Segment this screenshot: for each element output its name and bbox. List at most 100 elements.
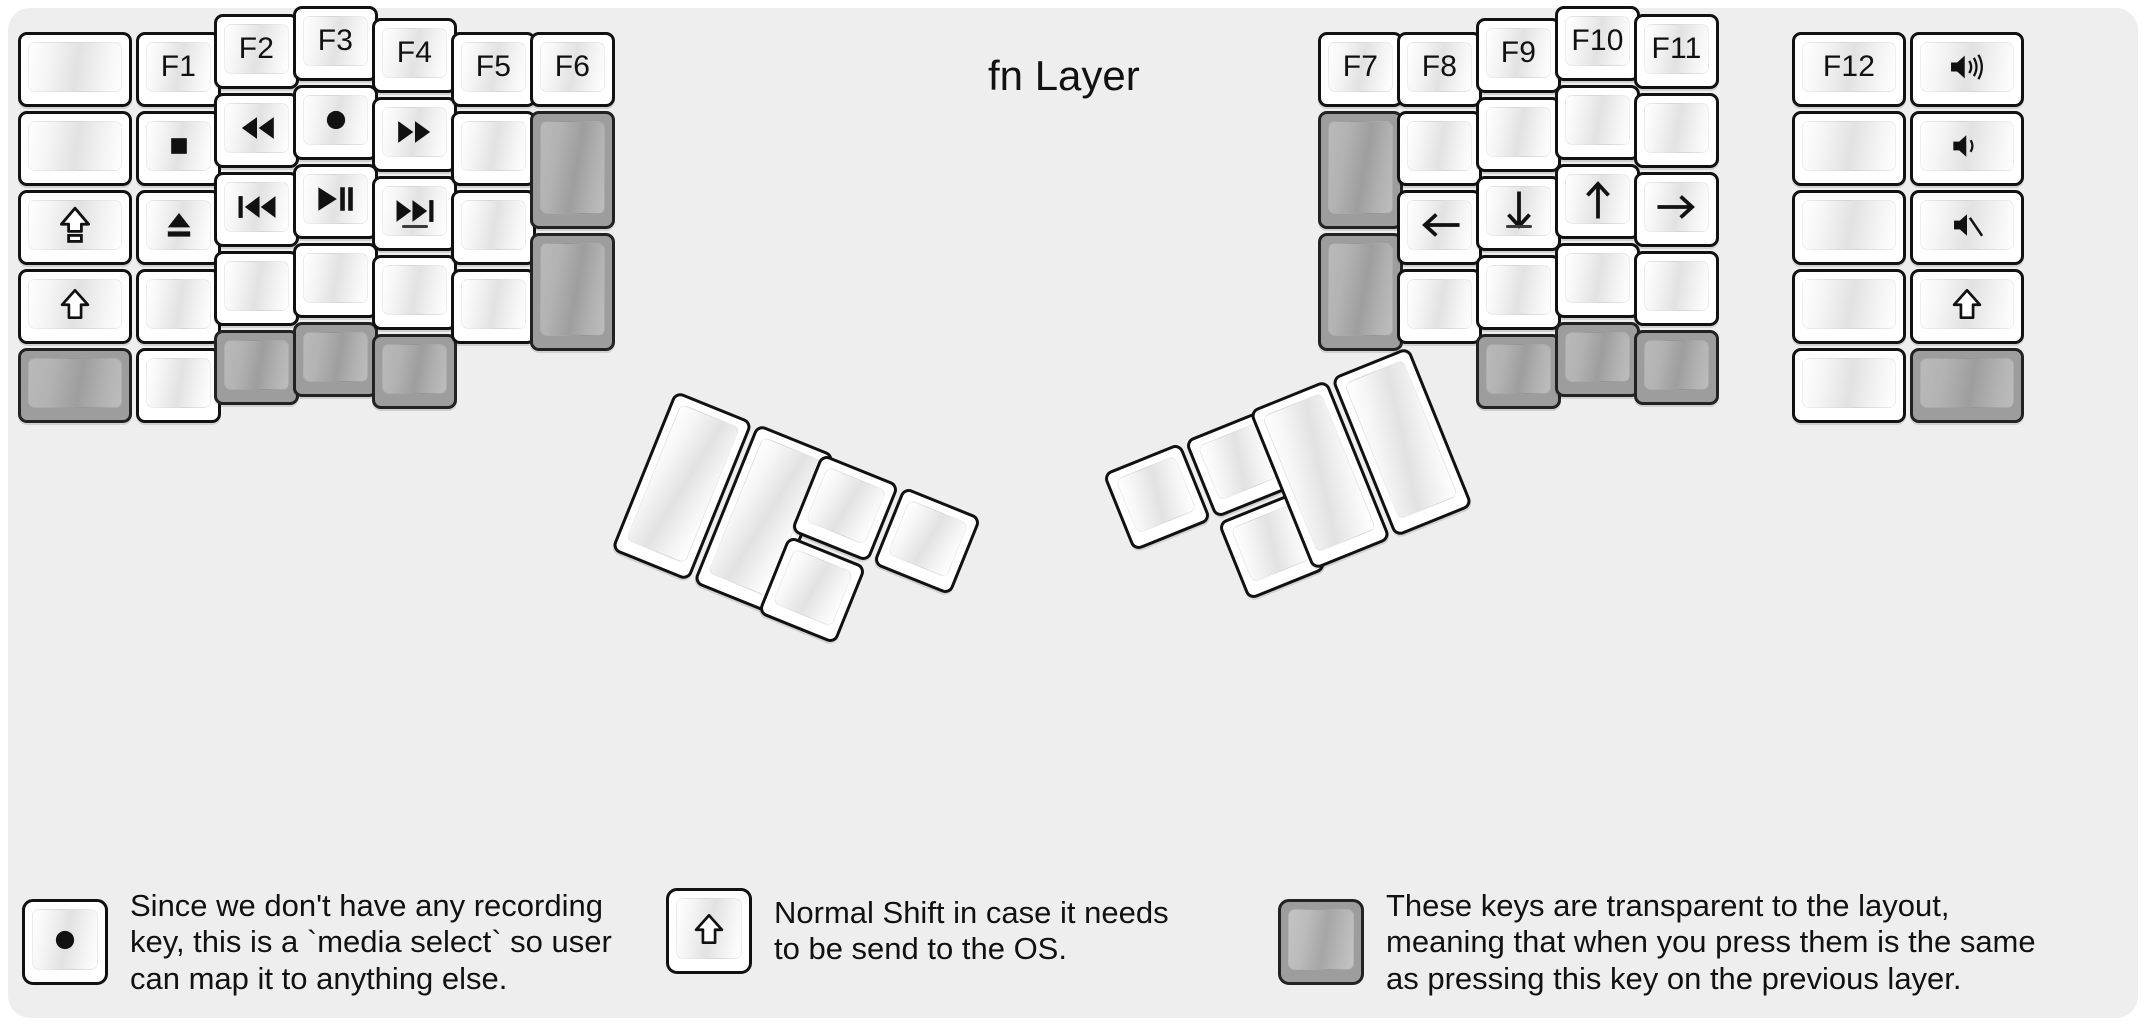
left-col-inner-key-0[interactable]: F5 bbox=[451, 32, 536, 107]
left-col-outer-key-4[interactable] bbox=[18, 348, 132, 423]
keycap-face bbox=[1920, 42, 2014, 92]
right-col-innermost-key-2[interactable] bbox=[1318, 233, 1403, 351]
keycap-face bbox=[461, 200, 526, 250]
right-col-index-key-4[interactable] bbox=[1476, 334, 1561, 409]
right-col-ring-key-0[interactable]: F11 bbox=[1634, 14, 1719, 89]
right-col-ring-key-2[interactable] bbox=[1634, 172, 1719, 247]
right-col-ring-key-1[interactable] bbox=[1634, 93, 1719, 168]
left-col-middle-key-3[interactable] bbox=[293, 243, 378, 318]
right-col-outer-key-4[interactable] bbox=[1910, 348, 2024, 423]
media-next-icon bbox=[392, 190, 438, 232]
left-col-pinky-key-2[interactable] bbox=[136, 190, 221, 265]
right-col-outer-key-2[interactable] bbox=[1910, 190, 2024, 265]
right-col-middle-key-3[interactable] bbox=[1555, 243, 1640, 318]
keycap-face bbox=[1328, 243, 1393, 336]
left-col-pinky-key-1[interactable] bbox=[136, 111, 221, 186]
keycap-face bbox=[146, 200, 211, 250]
media-eject-icon bbox=[159, 205, 199, 245]
key-label: F3 bbox=[317, 24, 354, 57]
right-col-outer-key-3[interactable] bbox=[1910, 269, 2024, 344]
left-col-ring-key-3[interactable] bbox=[214, 251, 299, 326]
left-col-index-key-2[interactable] bbox=[372, 176, 457, 251]
keycap-face bbox=[1802, 358, 1896, 408]
right-col-index-key-3[interactable] bbox=[1476, 255, 1561, 330]
left-col-index-key-3[interactable] bbox=[372, 255, 457, 330]
left-col-inner-key-1[interactable] bbox=[451, 111, 536, 186]
left-col-inner-key-2[interactable] bbox=[451, 190, 536, 265]
legend-sample-key-1 bbox=[22, 899, 108, 986]
right-col-ring-key-3[interactable] bbox=[1634, 251, 1719, 326]
right-col-middle-key-1[interactable] bbox=[1555, 85, 1640, 160]
left-col-middle-key-0[interactable]: F3 bbox=[293, 6, 378, 81]
keycap-face bbox=[1486, 344, 1551, 394]
keycap-face bbox=[146, 121, 211, 171]
right-col-inner-key-2[interactable] bbox=[1397, 190, 1482, 265]
left-col-innermost-key-0[interactable]: F6 bbox=[530, 32, 615, 107]
left-col-pinky-key-4[interactable] bbox=[136, 348, 221, 423]
right-col-innermost-key-0[interactable]: F7 bbox=[1318, 32, 1403, 107]
left-col-ring-key-1[interactable] bbox=[214, 93, 299, 168]
right-col-middle-key-0[interactable]: F10 bbox=[1555, 6, 1640, 81]
legend-description-3: These keys are transparent to the layout… bbox=[1386, 888, 2036, 996]
right-col-outer-key-1[interactable] bbox=[1910, 111, 2024, 186]
left-col-outer-key-0[interactable] bbox=[18, 32, 132, 107]
keycap-face: F12 bbox=[1802, 42, 1896, 92]
keycap-face bbox=[540, 243, 605, 336]
right-col-pinky-key-3[interactable] bbox=[1792, 269, 1906, 344]
keycap-face bbox=[1565, 174, 1630, 224]
right-col-innermost-key-1[interactable] bbox=[1318, 111, 1403, 229]
left-col-index-key-4[interactable] bbox=[372, 334, 457, 409]
left-col-ring-key-2[interactable] bbox=[214, 172, 299, 247]
keycap-face bbox=[382, 186, 447, 236]
left-col-index-key-1[interactable] bbox=[372, 97, 457, 172]
keycap-face bbox=[303, 253, 368, 303]
left-col-middle-key-4[interactable] bbox=[293, 322, 378, 397]
keycap-face: F4 bbox=[382, 28, 447, 78]
keycap-face bbox=[224, 261, 289, 311]
left-col-index-key-0[interactable]: F4 bbox=[372, 18, 457, 93]
keycap-face bbox=[1802, 279, 1896, 329]
right-col-inner-key-3[interactable] bbox=[1397, 269, 1482, 344]
right-col-inner-key-1[interactable] bbox=[1397, 111, 1482, 186]
keycap-face: F11 bbox=[1644, 24, 1709, 74]
left-col-middle-key-1[interactable] bbox=[293, 85, 378, 160]
left-col-outer-key-2[interactable] bbox=[18, 190, 132, 265]
left-col-pinky-key-0[interactable]: F1 bbox=[136, 32, 221, 107]
keycap-face bbox=[382, 344, 447, 394]
media-fast-forward-icon bbox=[394, 111, 436, 153]
legend-item-3: These keys are transparent to the layout… bbox=[1278, 888, 2036, 997]
left-col-outer-key-3[interactable] bbox=[18, 269, 132, 344]
media-rewind-icon bbox=[236, 107, 278, 149]
left-col-pinky-key-3[interactable] bbox=[136, 269, 221, 344]
keycap-face: F10 bbox=[1565, 16, 1630, 66]
right-col-pinky-key-0[interactable]: F12 bbox=[1792, 32, 1906, 107]
left-col-ring-key-4[interactable] bbox=[214, 330, 299, 405]
right-col-inner-key-0[interactable]: F8 bbox=[1397, 32, 1482, 107]
left-col-inner-key-3[interactable] bbox=[451, 269, 536, 344]
right-col-middle-key-4[interactable] bbox=[1555, 322, 1640, 397]
right-col-index-key-2[interactable] bbox=[1476, 176, 1561, 251]
left-col-ring-key-0[interactable]: F2 bbox=[214, 14, 299, 89]
keycap-face bbox=[461, 279, 526, 329]
right-col-index-key-1[interactable] bbox=[1476, 97, 1561, 172]
right-col-outer-key-0[interactable] bbox=[1910, 32, 2024, 107]
keycap-face bbox=[805, 466, 887, 545]
left-col-outer-key-1[interactable] bbox=[18, 111, 132, 186]
media-record-icon bbox=[46, 921, 84, 959]
keycap-face bbox=[382, 265, 447, 315]
right-col-pinky-key-1[interactable] bbox=[1792, 111, 1906, 186]
right-col-ring-key-4[interactable] bbox=[1634, 330, 1719, 405]
right-col-middle-key-2[interactable] bbox=[1555, 164, 1640, 239]
keycap-face bbox=[303, 332, 368, 382]
right-col-pinky-key-2[interactable] bbox=[1792, 190, 1906, 265]
right-col-index-key-0[interactable]: F9 bbox=[1476, 18, 1561, 93]
left-col-middle-key-2[interactable] bbox=[293, 164, 378, 239]
left-col-innermost-key-1[interactable] bbox=[530, 111, 615, 229]
keycap-face bbox=[1565, 253, 1630, 303]
right-col-pinky-key-4[interactable] bbox=[1792, 348, 1906, 423]
caps-lock-icon bbox=[55, 204, 95, 246]
shift-icon bbox=[690, 910, 728, 948]
left-col-innermost-key-2[interactable] bbox=[530, 233, 615, 351]
keycap-face bbox=[1486, 107, 1551, 157]
